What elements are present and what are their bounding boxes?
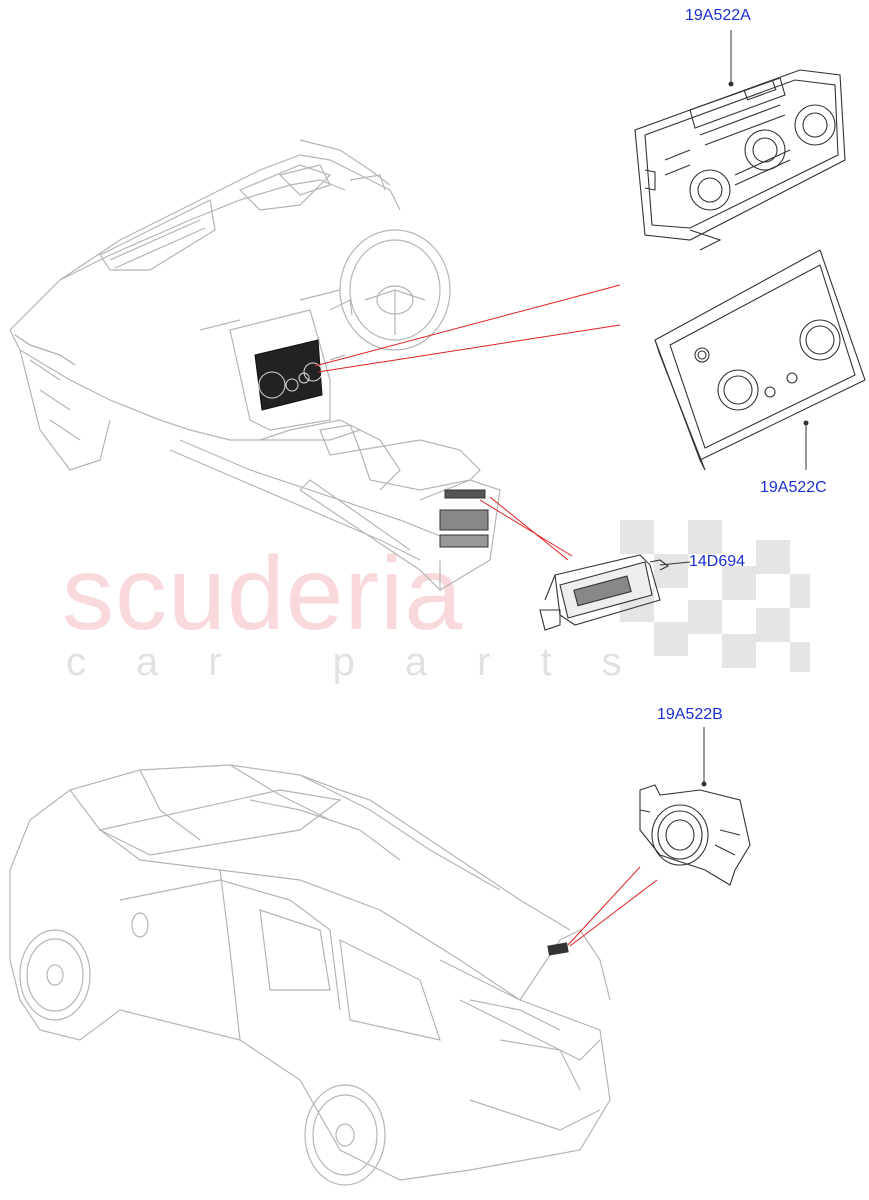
leader-red-dash-2 <box>317 324 621 373</box>
watermark-brand: scuderia <box>62 536 464 652</box>
dashboard-illustration <box>9 139 501 592</box>
watermark-tagline: car parts <box>66 640 672 684</box>
leader-red-console-1 <box>479 499 573 557</box>
rear-console-vents <box>439 489 489 548</box>
leader-red-console-2 <box>489 496 569 561</box>
leader-red-dash-1 <box>314 284 621 367</box>
leader-red-roof-1 <box>567 866 641 946</box>
car-exterior-illustration <box>9 764 611 1186</box>
leader-14d694 <box>659 561 691 566</box>
callout-19a522a[interactable]: 19A522A <box>685 7 751 24</box>
dash-center-panel <box>254 339 323 411</box>
callout-19a522c[interactable]: 19A522C <box>760 479 827 496</box>
callout-19a522b[interactable]: 19A522B <box>657 706 723 723</box>
rear-roof-module-location <box>547 942 569 956</box>
alt-control-panel-illustration <box>654 249 866 471</box>
rear-roof-module-illustration <box>639 784 751 886</box>
rear-console-module-illustration <box>539 554 670 631</box>
top-control-panel-illustration <box>634 69 846 251</box>
callout-14d694[interactable]: 14D694 <box>689 553 746 570</box>
leader-red-roof-2 <box>569 879 658 947</box>
